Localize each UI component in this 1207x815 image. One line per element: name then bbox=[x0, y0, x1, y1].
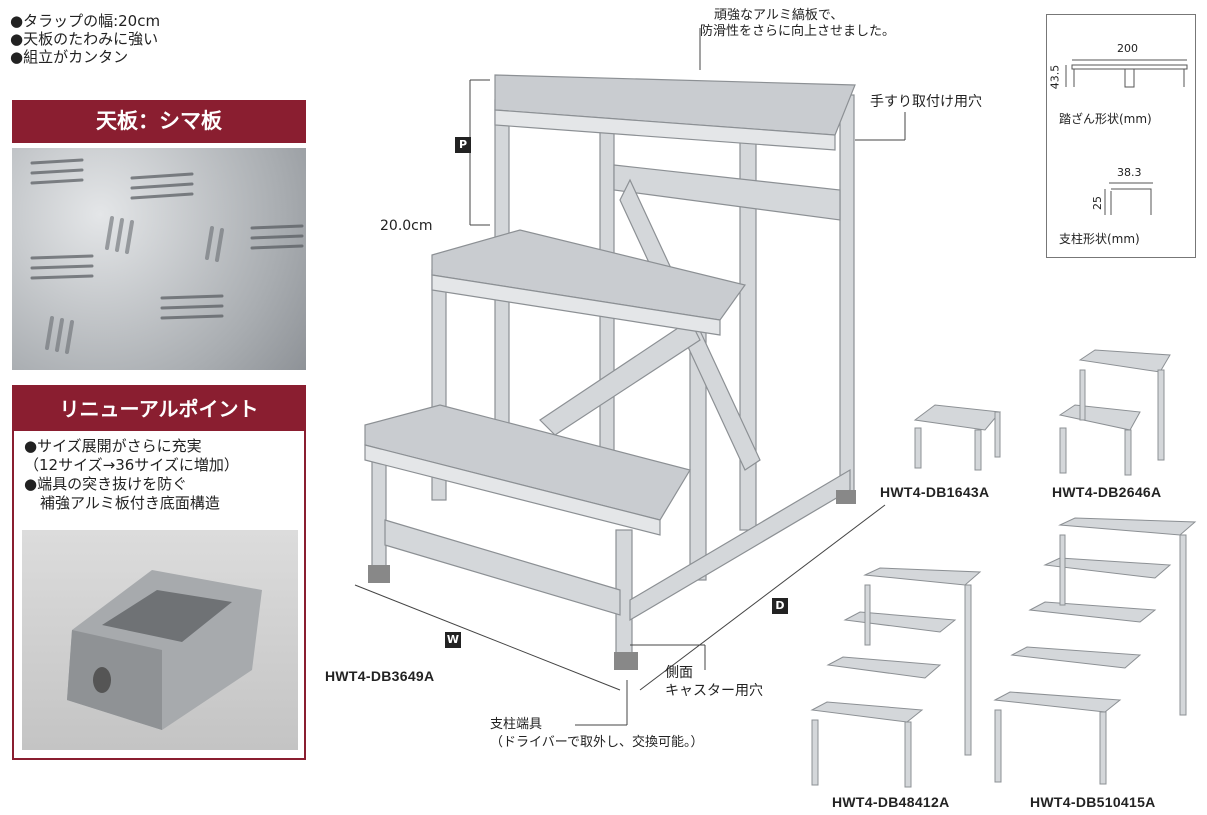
renewal-box: リニューアルポイント ●サイズ展開がさらに充実 （12サイズ→36サイズに増加）… bbox=[12, 385, 306, 760]
callout-line: 頑強なアルミ縞板で、 bbox=[714, 8, 844, 23]
callout-line: 側面 bbox=[665, 665, 693, 681]
tread-banner: 天板：シマ板 bbox=[12, 100, 306, 143]
feature-item: ●タラップの幅:20cm bbox=[10, 12, 161, 30]
callout-line: キャスター用穴 bbox=[665, 683, 763, 699]
w-dimension-badge: W bbox=[445, 632, 461, 648]
top-plate-callout: 頑強なアルミ縞板で、 防滑性をさらに向上させました。 bbox=[700, 8, 895, 40]
foot-fitting-label: 支柱端具 （ドライバーで取外し、交換可能。） bbox=[490, 716, 703, 752]
callout-line: 支柱端具 bbox=[490, 717, 543, 732]
model-label: HWT4-DB510415A bbox=[1030, 794, 1156, 810]
p-dimension-badge: P bbox=[455, 137, 471, 153]
handrail-hole-label: 手すり取付け用穴 bbox=[870, 94, 982, 110]
profile-diagram-box: 200 43.5 踏ざん形状(mm) 38.3 25 支柱形状(mm) bbox=[1046, 14, 1196, 258]
model-label: HWT4-DB2646A bbox=[1052, 484, 1162, 500]
renewal-text: ●サイズ展開がさらに充実 （12サイズ→36サイズに増加） ●端具の突き抜けを防… bbox=[14, 431, 304, 513]
post-width-dim: 38.3 bbox=[1117, 166, 1142, 179]
renewal-line: ●端具の突き抜けを防ぐ bbox=[24, 475, 188, 493]
callout-line: （ドライバーで取外し、交換可能。） bbox=[490, 735, 704, 750]
callout-line: 防滑性をさらに向上させました。 bbox=[700, 24, 896, 39]
profile-drawings bbox=[1065, 59, 1188, 215]
foot-cap-illustration bbox=[67, 570, 262, 730]
step-width-label: 20.0cm bbox=[380, 218, 433, 234]
foot-cap-photo bbox=[22, 530, 298, 750]
renewal-line: 補強アルミ板付き底面構造 bbox=[40, 494, 220, 512]
checker-pattern bbox=[30, 158, 304, 354]
feature-item: ●組立がカンタン bbox=[10, 48, 129, 66]
model-label: HWT4-DB48412A bbox=[832, 794, 950, 810]
checker-plate-photo bbox=[12, 148, 306, 370]
renewal-title: リニューアルポイント bbox=[14, 387, 304, 431]
model-label: HWT4-DB1643A bbox=[880, 484, 990, 500]
renewal-line: ●サイズ展開がさらに充実 bbox=[24, 437, 202, 455]
d-dimension-badge: D bbox=[772, 598, 788, 614]
post-caption: 支柱形状(mm) bbox=[1059, 232, 1140, 246]
feature-item: ●天板のたわみに強い bbox=[10, 30, 159, 48]
tread-width-dim: 200 bbox=[1117, 42, 1138, 55]
renewal-line: （12サイズ→36サイズに増加） bbox=[24, 456, 239, 474]
feature-list: ●タラップの幅:20cm ●天板のたわみに強い ●組立がカンタン bbox=[10, 12, 160, 66]
caster-hole-label: 側面 キャスター用穴 bbox=[665, 664, 763, 700]
main-model-label: HWT4-DB3649A bbox=[325, 668, 435, 684]
tread-caption: 踏ざん形状(mm) bbox=[1059, 112, 1152, 126]
